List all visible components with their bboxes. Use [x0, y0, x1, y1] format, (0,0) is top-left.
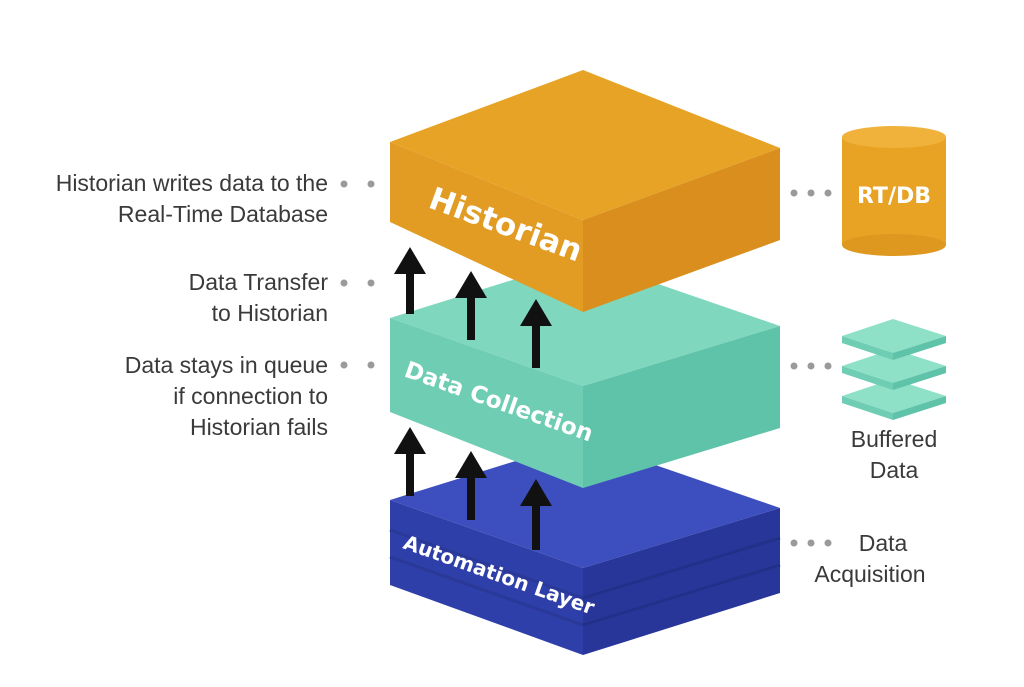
automation-layer-stripe: [582, 536, 781, 600]
data-collection-top-face: [390, 258, 780, 386]
annotation-line: Historian writes data to the: [55, 170, 328, 196]
up-arrow-icon: [520, 299, 552, 368]
up-arrow-icon: [520, 479, 552, 550]
historian-front-face: [390, 142, 583, 312]
annotation-line: Data Transfer: [188, 269, 328, 295]
dots-buffered-data: [790, 362, 832, 370]
automation-layer-stripe: [389, 555, 584, 627]
right-dot-connectors: [790, 189, 832, 547]
annotation-line: Data stays in queue: [124, 352, 328, 378]
buffer-slab: [842, 349, 946, 390]
arrows-to-historian: [394, 247, 552, 368]
up-arrow-icon: [394, 247, 426, 314]
annotation-buffered-data: Buffered Data: [834, 424, 954, 486]
historian-block: Historian: [390, 70, 780, 312]
annotation-data-transfer: Data Transfer to Historian: [189, 267, 328, 329]
automation-layer-stripe: [389, 528, 584, 600]
dots-data-acquisition: [790, 539, 832, 547]
dots-historian-writes: [340, 180, 375, 188]
dots-data-queue: [340, 361, 375, 369]
annotation-line: Acquisition: [814, 561, 926, 587]
up-arrow-icon: [394, 427, 426, 496]
up-arrow-icon: [455, 271, 487, 340]
annotation-historian-writes: Historian writes data to the Real-Time D…: [56, 168, 328, 230]
annotation-data-queue: Data stays in queue if connection to His…: [125, 350, 328, 443]
annotation-line: Data: [869, 457, 919, 483]
data-collection-side-face: [583, 326, 780, 488]
automation-layer-top-face: [390, 440, 780, 568]
dots-rtdb: [790, 189, 832, 197]
buffer-slab: [842, 379, 946, 420]
automation-layer-side-face: [583, 508, 780, 655]
data-collection-front-face: [390, 318, 583, 488]
automation-layer-stripe: [582, 563, 781, 627]
annotation-line: Buffered: [850, 426, 938, 452]
up-arrow-icon: [455, 451, 487, 520]
buffered-data-stack-icon: [842, 319, 946, 420]
rtdb-label: RT/DB: [857, 184, 931, 209]
automation-layer-block: Automation Layer: [389, 440, 781, 655]
left-dot-connectors: [340, 180, 375, 369]
buffer-slab: [842, 319, 946, 360]
annotation-line: Data: [858, 530, 908, 556]
annotation-line: if connection to: [173, 383, 328, 409]
annotation-line: to Historian: [211, 300, 328, 326]
historian-top-face: [390, 70, 780, 220]
arrows-to-data-collection: [394, 427, 552, 550]
dots-data-transfer: [340, 279, 375, 287]
database-cylinder-icon: RT/DB: [842, 126, 946, 256]
automation-layer-front-face: [390, 500, 583, 655]
historian-side-face: [583, 148, 780, 312]
annotation-line: Historian fails: [189, 414, 328, 440]
annotation-data-acquisition: Data Acquisition: [800, 528, 940, 590]
annotation-line: Real-Time Database: [117, 201, 328, 227]
